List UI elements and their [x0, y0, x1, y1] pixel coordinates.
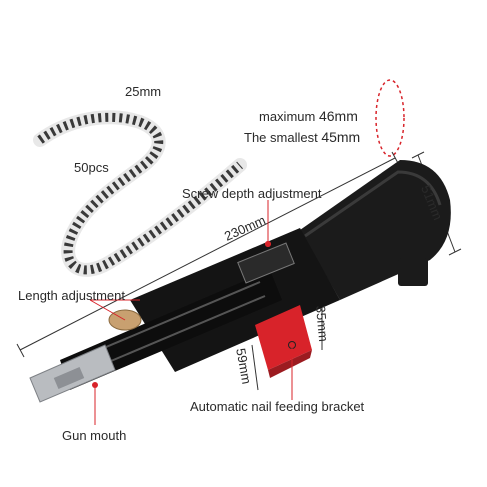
- screw-strip: [33, 110, 247, 277]
- feeding-bracket-label: Automatic nail feeding bracket: [190, 399, 365, 414]
- head-size-ellipse: [375, 79, 405, 157]
- screw-depth-label: Screw depth adjustment: [182, 186, 322, 201]
- count-label: 50pcs: [74, 160, 109, 175]
- bracket-height-label: 35mm: [313, 305, 332, 343]
- min-length-label: The smallest 45mm: [244, 129, 361, 145]
- leader-lines: [89, 200, 293, 425]
- max-length-label: maximum 46mm: [259, 108, 358, 124]
- length-adjustment-label: Length adjustment: [18, 288, 125, 303]
- gun-mouth-label: Gun mouth: [62, 428, 127, 443]
- strip-length-label: 25mm: [125, 84, 162, 99]
